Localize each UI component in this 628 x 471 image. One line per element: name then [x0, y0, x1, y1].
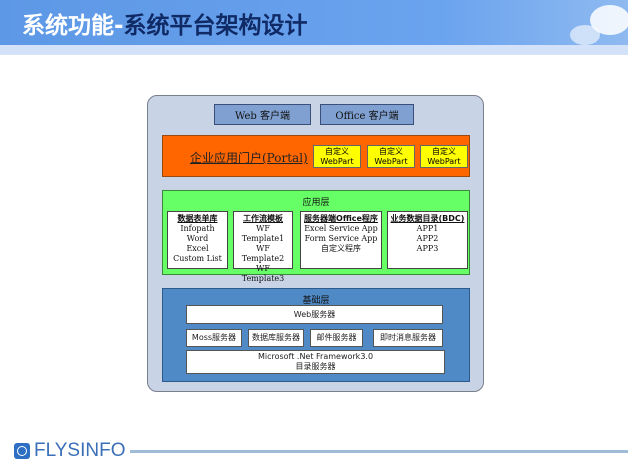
page-title: 系统功能-系统平台架构设计	[22, 13, 308, 39]
web-server-box: Web服务器	[186, 305, 443, 324]
cloud-decoration	[570, 25, 600, 45]
base-layer-title: 基础层	[302, 296, 330, 306]
database-server-box: 数据库服务器	[248, 329, 304, 347]
header-bar	[0, 0, 628, 45]
application-layer-title: 应用层	[302, 198, 330, 208]
logo-icon	[14, 443, 30, 459]
im-server-box: 即时消息服务器	[373, 329, 443, 347]
moss-server-box: Moss服务器	[186, 329, 242, 347]
office-client-box: Office 客户端	[320, 104, 414, 125]
web-client-box: Web 客户端	[214, 104, 311, 125]
company-logo: FLYSINFO	[14, 440, 126, 462]
footer-divider	[130, 450, 628, 453]
mail-server-box: 邮件服务器	[310, 329, 363, 347]
header-band	[0, 45, 628, 55]
portal-label: 企业应用门户(Portal)	[190, 151, 308, 165]
